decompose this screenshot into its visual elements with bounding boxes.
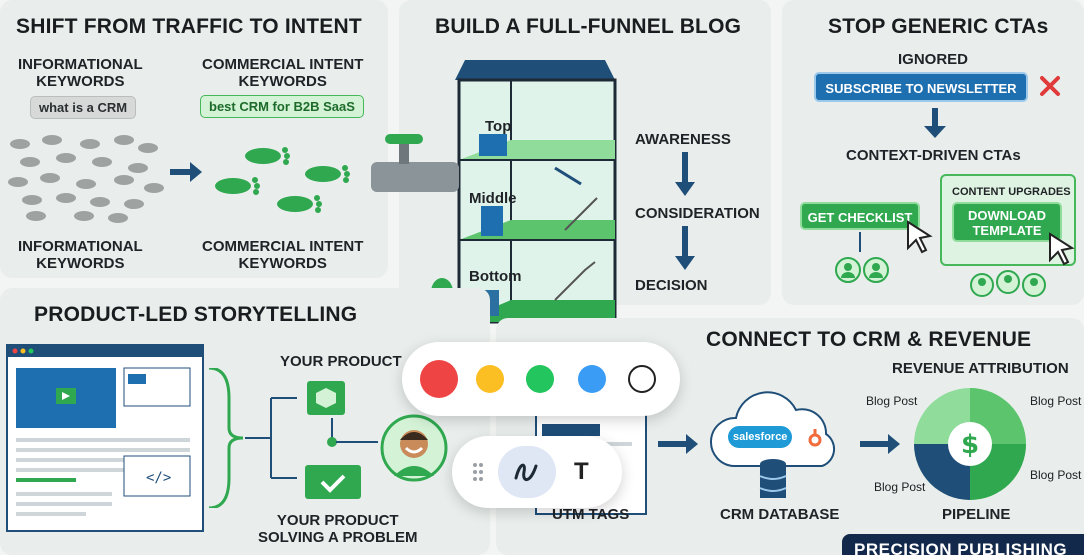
browser-window-icon: </> [6,344,206,534]
svg-text:</>: </> [146,470,171,486]
revenue-attribution-label: REVENUE ATTRIBUTION [892,360,1069,377]
svg-text:$: $ [961,430,979,460]
faucet-icon [371,128,461,198]
green-footprints-icon [205,140,365,220]
happy-person-avatar [380,414,448,482]
keyword-pill-commercial: best CRM for B2B SaaS [200,95,364,118]
cursor-icon [906,220,934,254]
squiggle-pen-icon [512,458,542,486]
blog-post-label: Blog Post [1030,468,1082,482]
panel-traffic-to-intent: SHIFT FROM TRAFFIC TO INTENT INFORMATION… [0,0,388,278]
panel-title: BUILD A FULL-FUNNEL BLOG [435,15,742,38]
product-box-icon [306,380,346,416]
salesforce-logo: salesforce [728,426,793,448]
crm-database-label: CRM DATABASE [720,506,840,523]
red-x-icon [1038,74,1062,98]
content-upgrades-box: CONTENT UPGRADES DOWNLOAD TEMPLATE [940,174,1076,266]
stage-consideration: CONSIDERATION [635,205,760,222]
informational-keywords-label: INFORMATIONAL KEYWORDS [18,56,143,90]
subscribe-newsletter-button[interactable]: SUBSCRIBE TO NEWSLETTER [814,72,1028,102]
precision-publishing-badge: PRECISION PUBLISHING [842,534,1084,555]
pipeline-label: PIPELINE [942,506,1011,523]
color-swatch-yellow[interactable] [476,365,504,393]
panel-product-storytelling: PRODUCT-LED STORYTELLING </> YOUR PRODUC… [0,288,490,555]
floor-top-label: Top [485,118,512,135]
color-swatch-white[interactable] [628,365,656,393]
commercial-keywords-bottom-label: COMMERCIAL INTENT KEYWORDS [202,238,364,272]
informational-keywords-bottom-label: INFORMATIONAL KEYWORDS [18,238,143,272]
your-product-label: YOUR PRODUCT [280,353,402,370]
product-solving-problem-label: YOUR PRODUCT SOLVING A PROBLEM [258,512,418,546]
users-icon [968,252,1048,298]
stage-decision: DECISION [635,277,708,294]
arrow-right-icon [858,432,902,456]
arrow-down-icon [924,108,946,138]
panel-title: STOP GENERIC CTAs [828,15,1049,38]
panel-title: SHIFT FROM TRAFFIC TO INTENT [16,15,362,38]
arrow-right-icon [168,160,204,184]
color-picker-toolbar [402,342,680,416]
utm-tags-label: UTM TAGS [552,506,630,523]
content-upgrades-label: CONTENT UPGRADES [952,186,1071,198]
panel-full-funnel-blog: BUILD A FULL-FUNNEL BLOG Top Middle Bott… [371,0,771,324]
panel-stop-generic-ctas: STOP GENERIC CTAs IGNORED SUBSCRIBE TO N… [782,0,1084,305]
panel-title: CONNECT TO CRM & REVENUE [706,328,1032,351]
color-swatch-blue[interactable] [578,365,606,393]
color-swatch-red[interactable] [420,360,458,398]
text-tool-button[interactable]: T [574,458,589,485]
keyword-pill-informational: what is a CRM [30,96,137,119]
hubspot-icon [804,428,826,450]
funnel-building-icon [455,50,625,330]
stage-awareness: AWARENESS [635,131,731,148]
blog-post-label: Blog Post [1030,394,1082,408]
arrow-down-icon [675,152,695,196]
drawing-tools-toolbar: T [452,436,622,508]
floor-middle-label: Middle [469,190,517,207]
drag-handle-icon[interactable] [472,462,484,482]
flow-node-icon [326,418,378,458]
database-icon [758,458,788,502]
ignored-label: IGNORED [898,51,969,68]
commercial-keywords-label: COMMERCIAL INTENT KEYWORDS [202,56,364,90]
grey-footprints-icon [6,132,166,224]
blog-post-label: Blog Post [866,394,918,408]
bracket-connector-icon [205,368,305,508]
panel-title: PRODUCT-LED STORYTELLING [34,303,358,326]
arrow-down-icon [675,226,695,270]
floor-bottom-label: Bottom [469,268,522,285]
checkmark-box-icon [304,464,362,500]
color-swatch-green[interactable] [526,365,554,393]
context-driven-label: CONTEXT-DRIVEN CTAs [846,147,1021,164]
pen-tool-button[interactable] [498,446,556,498]
blog-post-label: Blog Post [874,480,926,494]
pipeline-pie-chart-icon: $ [912,386,1028,502]
arrow-right-icon [656,432,700,456]
cursor-icon [1048,232,1076,266]
get-checklist-button[interactable]: GET CHECKLIST [800,202,920,230]
download-template-button[interactable]: DOWNLOAD TEMPLATE [952,202,1062,242]
users-icon [834,232,892,286]
